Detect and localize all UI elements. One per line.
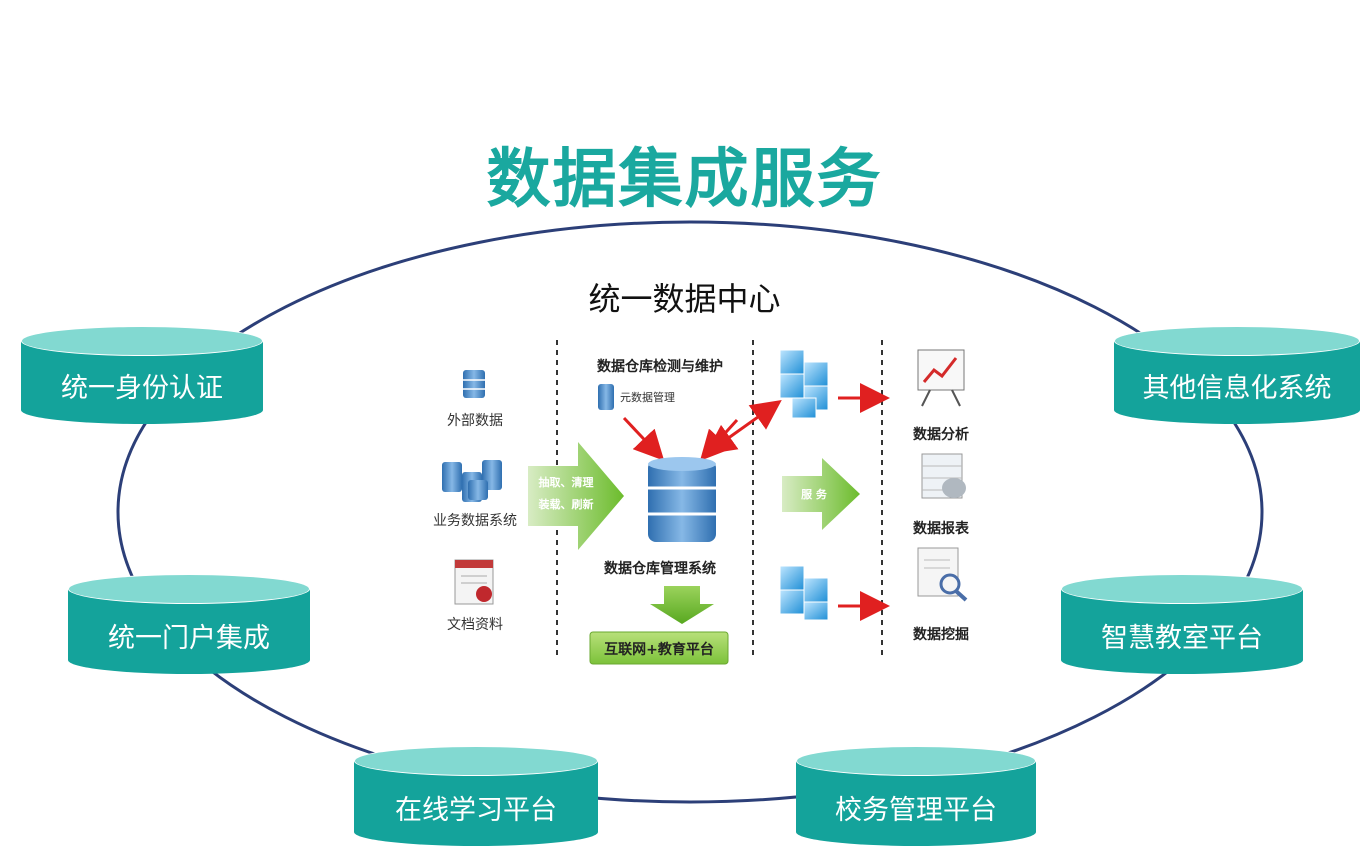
service-label: 服 务 [801, 488, 827, 501]
document-icon [454, 559, 494, 605]
business-data-icon [442, 460, 502, 502]
service-arrow [782, 458, 860, 530]
system-drum-learning[interactable]: 在线学习平台 [354, 746, 598, 846]
system-label: 智慧教室平台 [1101, 623, 1263, 654]
system-drum-identity[interactable]: 统一身份认证 [21, 326, 263, 424]
cube-cluster-bottom [779, 565, 829, 621]
output-label-report: 数据报表 [913, 521, 969, 537]
system-drum-classroom[interactable]: 智慧教室平台 [1061, 574, 1303, 674]
system-drum-other[interactable]: 其他信息化系统 [1114, 326, 1360, 424]
analysis-chart-icon [917, 349, 965, 407]
maintenance-label: 数据仓库检测与维护 [597, 359, 723, 375]
metadata-label: 元数据管理 [620, 391, 675, 404]
system-label: 其他信息化系统 [1142, 373, 1332, 404]
down-arrow [650, 586, 714, 624]
etl-arrow [528, 442, 624, 550]
system-label: 校务管理平台 [835, 795, 997, 826]
etl-label-1: 抽取、清理 [538, 476, 594, 489]
warehouse-database-icon [648, 457, 716, 542]
source-label-document: 文档资料 [447, 617, 503, 633]
system-drum-admin[interactable]: 校务管理平台 [796, 746, 1036, 846]
output-label-mining: 数据挖掘 [913, 627, 969, 643]
system-label: 在线学习平台 [395, 795, 557, 826]
mining-magnifier-icon [917, 547, 968, 602]
external-data-icon [463, 370, 485, 398]
system-drum-portal[interactable]: 统一门户集成 [68, 574, 310, 674]
center-heading: 统一数据中心 [588, 280, 781, 318]
output-label-analysis: 数据分析 [913, 427, 969, 443]
page-title: 数据集成服务 [486, 143, 883, 217]
platform-box [589, 631, 729, 665]
report-table-icon [921, 453, 966, 499]
source-label-external: 外部数据 [447, 413, 503, 429]
system-label: 统一门户集成 [108, 623, 270, 654]
system-ring [116, 220, 1264, 804]
warehouse-label: 数据仓库管理系统 [604, 561, 716, 577]
etl-label-2: 装载、刷新 [538, 498, 594, 511]
cube-cluster-top [779, 349, 829, 419]
source-label-business: 业务数据系统 [433, 513, 517, 529]
system-label: 统一身份认证 [61, 373, 223, 404]
platform-label: 互联网+教育平台 [604, 642, 714, 658]
